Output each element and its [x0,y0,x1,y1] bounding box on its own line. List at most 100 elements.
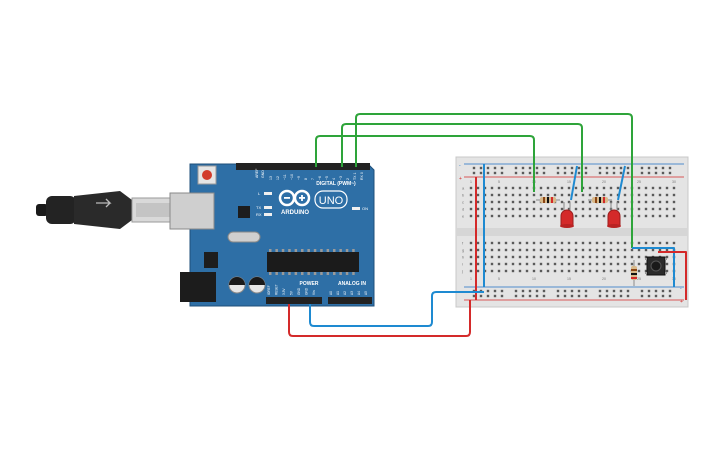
led-2[interactable] [607,202,621,228]
power-label: POWER [300,281,319,287]
wire-blue-led1-gnd[interactable] [570,165,578,201]
led-l-label: L [258,191,261,196]
usb-port [169,192,215,230]
rail-minus-label: - [680,286,682,292]
power-pin-label: IOREF [267,285,271,295]
wire-red-button-5v[interactable] [658,251,687,300]
digital-pin-label: ~11 [283,174,287,180]
power-pin-label: GND [305,287,309,295]
analog-pin-label: A5 [364,291,368,295]
row-letter: b [462,193,465,198]
column-number: 5 [498,277,500,281]
usb-cable [36,191,175,229]
led-on-label: ON [362,206,368,211]
digital-pin-label: ~5 [325,176,329,180]
led-tx-label: TX [256,205,261,210]
arduino-uno-board[interactable]: ARDUINO UNO DIGITAL (PWM~) ANALOG IN POW… [169,163,375,307]
wire-blue-button-gnd[interactable] [650,247,675,287]
center-channel [456,228,688,236]
aref-label: AREF [255,169,259,178]
wires [288,113,687,337]
power-pin-label: 5V [290,290,294,295]
digital-pin-label: TX 1 [353,173,357,180]
column-number: 20 [602,180,606,184]
rail-minus-label: - [459,163,461,169]
brand-label: ARDUINO [281,210,309,216]
column-number: 25 [637,277,641,281]
led-rx [264,213,272,216]
rail-plus-label: + [459,176,462,182]
led-l [264,192,272,195]
row-letter: h [462,255,464,260]
digital-pin-label: 12 [276,176,280,180]
analog-label: ANALOG IN [338,281,366,287]
column-number: 5 [498,180,500,184]
led-1[interactable] [560,202,574,228]
row-letter: j [461,269,463,274]
gnd-label: GND [261,170,265,178]
power-pin-label: GND [297,287,301,295]
row-letter: d [462,207,464,212]
column-number: 1 [470,180,472,184]
digital-pin-label: 7 [311,178,315,180]
column-number: 10 [532,277,536,281]
digital-pin-label: 13 [269,176,273,180]
atmega-chip [267,252,359,272]
wire-blue-gnd[interactable] [309,291,484,327]
power-pin-label: 3.3V [282,288,286,295]
arduino-logo [278,189,311,207]
column-number: 15 [567,180,571,184]
wire-green-button[interactable] [355,113,633,248]
resistor-2[interactable] [588,197,612,203]
digital-pin-label: ~6 [318,176,322,180]
analog-pin-label: A3 [350,291,354,295]
digital-pin-label: ~3 [339,176,343,180]
power-pin-label: RESET [275,284,279,295]
led-rx-label: RX [256,212,262,217]
analog-pin-label: A1 [336,291,340,295]
resistor-3[interactable] [631,260,637,286]
power-pin-label: Vin [312,290,316,295]
column-number: 25 [637,180,641,184]
analog-pin-label: A2 [343,291,347,295]
analog-pin-label: A0 [329,291,333,295]
digital-pin-label: 4 [332,178,336,180]
led-tx [264,206,272,209]
digital-pin-label: 8 [304,178,308,180]
row-letter: g [462,248,464,253]
wire-green-led1[interactable] [315,135,535,192]
wire-red-5v[interactable] [288,300,471,337]
row-letter: a [462,186,465,191]
wire-green-led2[interactable] [341,123,583,192]
power-header [266,297,322,304]
row-letter: e [462,214,465,219]
wire-blue-led2-gnd[interactable] [617,165,626,201]
pushbutton[interactable] [645,256,667,276]
resistor-1[interactable] [536,197,560,203]
analog-pin-label: A4 [357,291,361,295]
column-number: 20 [602,277,606,281]
column-number: 1 [470,277,472,281]
digital-pin-label: 2 [346,178,350,180]
power-jack [180,272,216,302]
analog-header [328,297,372,304]
row-letter: i [462,262,463,267]
digital-pin-label: RX 0 [360,172,364,180]
digital-pin-label: ~10 [290,174,294,180]
row-letter: f [462,241,464,246]
digital-label: DIGITAL (PWM~) [316,181,356,187]
board-model-label: UNO [319,195,344,207]
column-number: 30 [672,180,676,184]
column-number: 15 [567,277,571,281]
led-on [352,207,360,210]
digital-pin-label: ~9 [297,176,301,180]
rail-plus-label: + [680,299,683,305]
digital-header [236,163,370,170]
row-letter: c [462,200,464,205]
